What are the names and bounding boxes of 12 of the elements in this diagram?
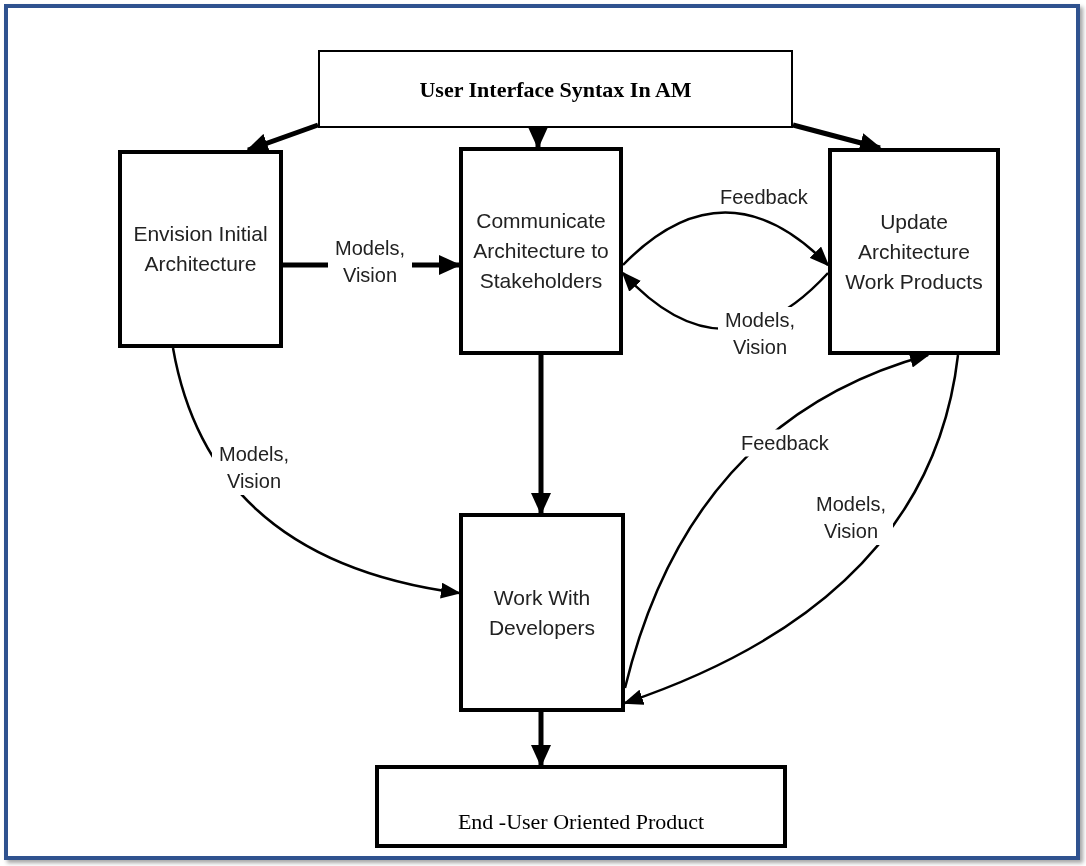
process-box: Work With Developers xyxy=(459,513,625,712)
process-box: Envision Initial Architecture xyxy=(118,150,283,348)
process-box: Update Architecture Work Products xyxy=(828,148,1000,355)
arrow xyxy=(622,211,830,267)
arrow xyxy=(531,355,551,515)
arrow xyxy=(246,122,319,153)
arrow xyxy=(528,127,548,149)
arrow xyxy=(171,347,461,598)
arrow xyxy=(531,712,551,767)
process-box: End -User Oriented Product xyxy=(375,765,787,848)
process-box: User Interface Syntax In AM xyxy=(318,50,793,128)
process-box: Communicate Architecture to Stakeholders xyxy=(459,147,623,355)
